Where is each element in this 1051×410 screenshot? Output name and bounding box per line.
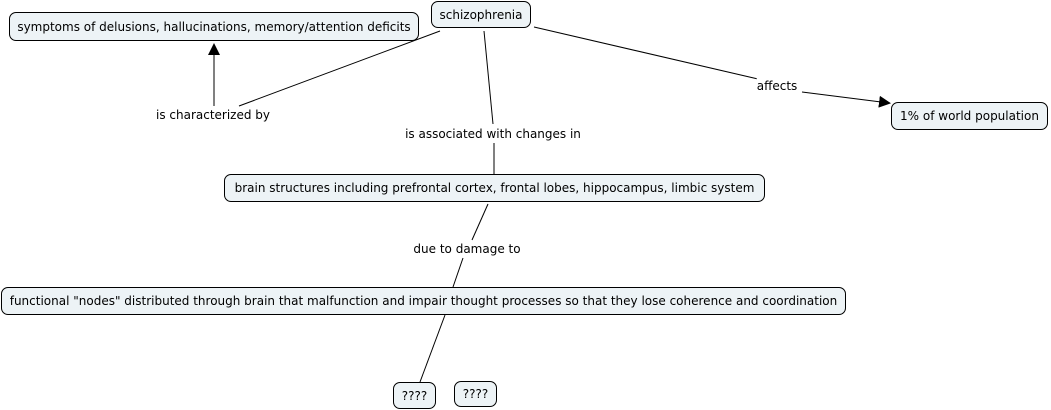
- concept-unknown-2[interactable]: ????: [454, 381, 497, 407]
- link-label-affects[interactable]: affects: [756, 78, 798, 94]
- concept-brain-structures[interactable]: brain structures including prefrontal co…: [224, 174, 765, 202]
- arrow-affects-to-population: [801, 91, 891, 108]
- concept-symptoms[interactable]: symptoms of delusions, hallucinations, m…: [9, 12, 419, 41]
- link-label-associated-with[interactable]: is associated with changes in: [405, 126, 581, 142]
- link-label-due-to-damage[interactable]: due to damage to: [413, 241, 521, 257]
- concept-functional-nodes[interactable]: functional "nodes" distributed through b…: [1, 287, 846, 315]
- concept-unknown-1[interactable]: ????: [393, 382, 436, 409]
- link-label-characterized-by[interactable]: is characterized by: [155, 107, 271, 123]
- line-schizophrenia-to-associated: [483, 30, 494, 125]
- line-schizophrenia-to-affects: [533, 26, 759, 80]
- line-schizophrenia-to-characterized: [238, 30, 441, 107]
- concept-schizophrenia[interactable]: schizophrenia: [431, 1, 531, 28]
- line-brain-to-damage: [471, 203, 489, 241]
- line-damage-to-nodes: [452, 257, 464, 288]
- concept-world-population[interactable]: 1% of world population: [891, 102, 1048, 130]
- line-nodes-to-unknown: [419, 314, 446, 383]
